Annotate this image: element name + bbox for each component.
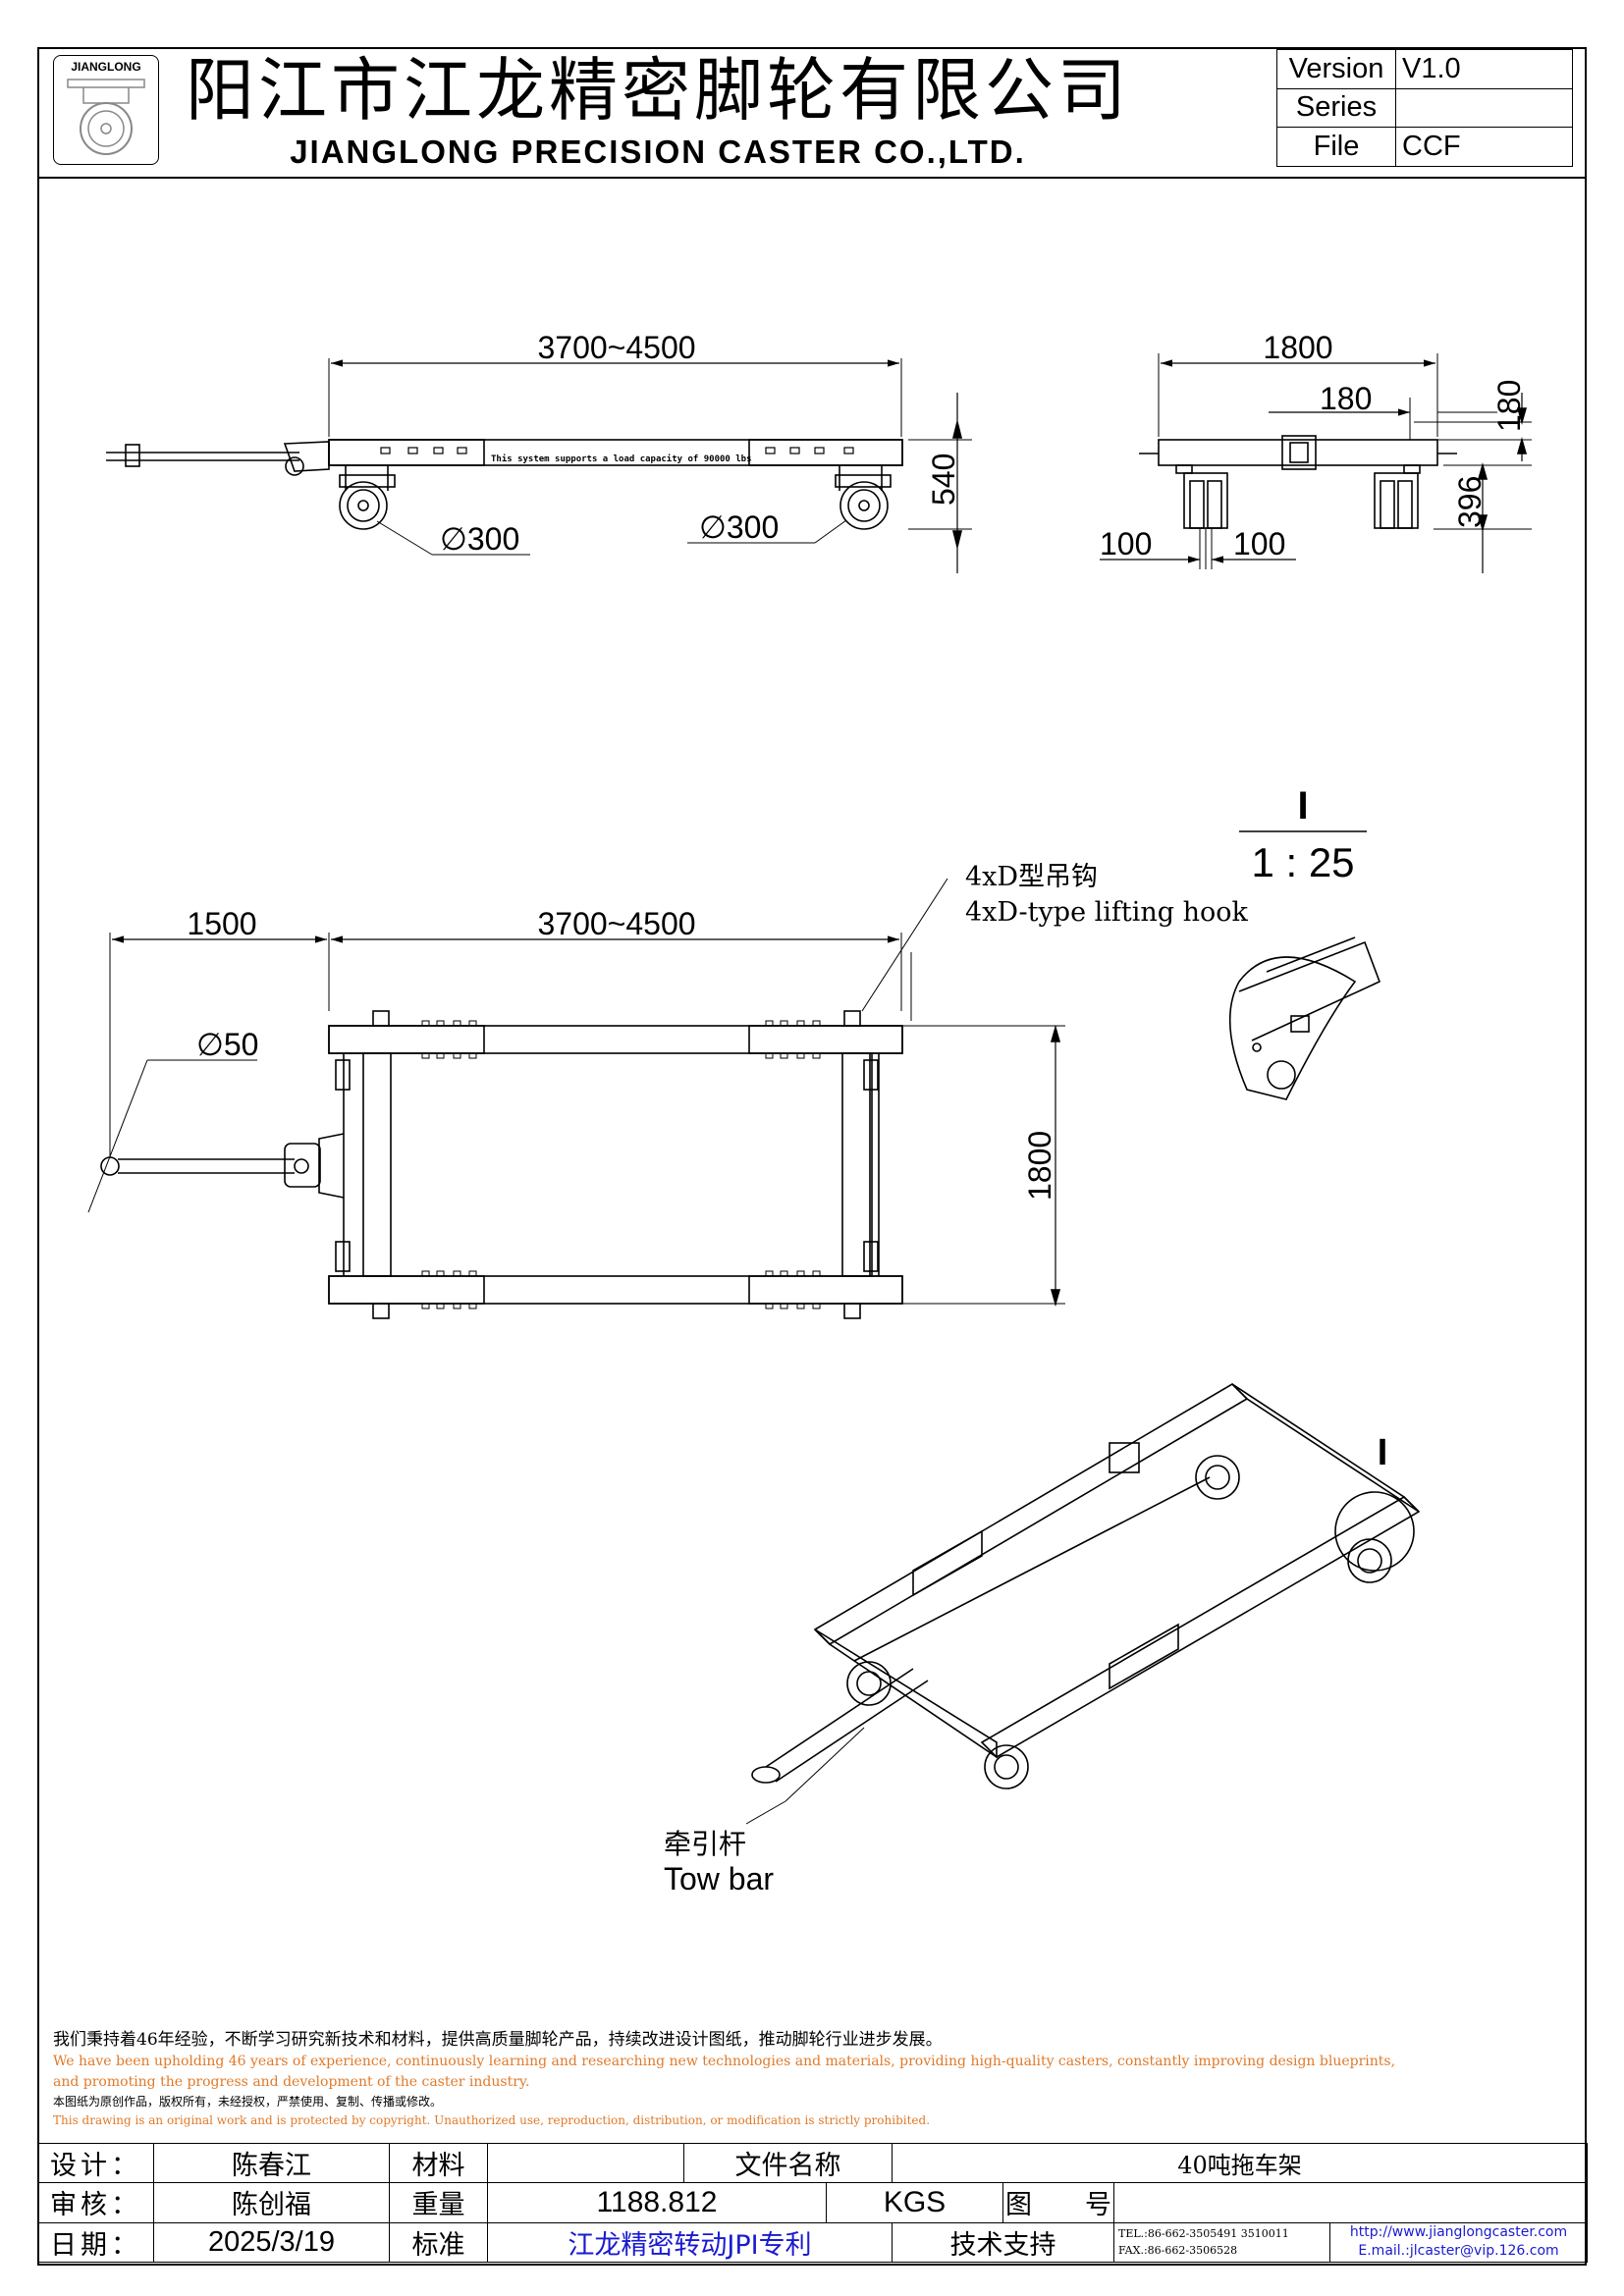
detail-view: [1228, 830, 1381, 1100]
plan-length-dim: 3700~4500: [537, 906, 695, 941]
designer-name: 陈春江: [153, 2142, 390, 2184]
side-wheel-left: ∅300: [440, 521, 519, 557]
standard-label: 标准: [389, 2221, 488, 2264]
logo-text: JIANGLONG: [71, 60, 141, 74]
support-label: 技术支持: [892, 2221, 1114, 2264]
email-link[interactable]: E.mail.:jlcaster@vip.126.com: [1358, 2243, 1559, 2260]
title-block: 设计： 陈春江 材料 文件名称 40吨拖车架 审核： 陈创福 重量 1188.8…: [37, 2142, 1589, 2264]
plan-view: [87, 878, 1065, 1319]
fax-text: FAX.:86-662-3506528: [1118, 2244, 1238, 2258]
iso-detail-mark: I: [1378, 1432, 1388, 1473]
plan-hole-dim: ∅50: [196, 1027, 258, 1062]
reviewer-name: 陈创福: [153, 2182, 390, 2223]
frame-capacity-text: This system supports a load capacity of …: [491, 454, 752, 464]
plan-width-dim: 1800: [1022, 1131, 1057, 1201]
towbar-label-en: Tow bar: [664, 1861, 774, 1896]
end-vert-bottom: 396: [1452, 476, 1488, 528]
design-label: 设计：: [37, 2142, 154, 2184]
end-bottom-right: 100: [1233, 526, 1285, 561]
end-width-dim: 1800: [1263, 330, 1332, 365]
copyright-en: This drawing is an original work and is …: [53, 2113, 931, 2127]
website-link[interactable]: http://www.jianglongcaster.com: [1349, 2224, 1568, 2241]
weight-label: 重量: [389, 2182, 488, 2223]
version-value: V1.0: [1395, 49, 1573, 89]
weight-unit: KGS: [826, 2182, 1003, 2223]
file-value: CCF: [1395, 127, 1573, 167]
side-view: [106, 358, 972, 573]
version-table: Version V1.0 Series File CCF: [1276, 49, 1573, 167]
date-label: 日期：: [37, 2221, 154, 2264]
material-label: 材料: [389, 2142, 488, 2184]
end-vert-top: 180: [1491, 380, 1527, 432]
end-bottom-left: 100: [1100, 526, 1152, 561]
end-top-offset: 180: [1320, 381, 1372, 416]
company-logo: JIANGLONG: [53, 55, 159, 165]
tel-text: TEL.:86-662-3505491 3510011: [1118, 2227, 1289, 2241]
file-label: File: [1276, 127, 1396, 167]
filename-value: 40吨拖车架: [891, 2142, 1589, 2184]
drawing-no-value: [1112, 2182, 1589, 2223]
note-en-2: and promoting the progress and developme…: [53, 2074, 530, 2090]
material-value: [487, 2142, 684, 2184]
drawing-border: [37, 47, 1587, 2266]
side-height-dim: 540: [926, 454, 961, 506]
side-length-dim: 3700~4500: [537, 330, 695, 365]
towbar-label-cn: 牵引杆: [664, 1829, 746, 1859]
series-label: Series: [1276, 87, 1396, 129]
notes-block: 我们秉持着46年经验，不断学习研究新技术和材料，提供高质量脚轮产品，持续改进设计…: [53, 2028, 1585, 2130]
hook-label-cn: 4xD型吊钩: [965, 862, 1098, 892]
copyright-cn: 本图纸为原创作品，版权所有，未经授权，严禁使用、复制、传播或修改。: [53, 2095, 443, 2109]
side-wheel-right: ∅300: [699, 509, 779, 545]
review-label: 审核：: [37, 2182, 154, 2223]
note-en-1: We have been upholding 46 years of exper…: [53, 2054, 1396, 2069]
standard-value: 江龙精密转动JPI专利: [487, 2221, 893, 2264]
caster-logo-icon: [67, 79, 145, 155]
detail-scale: 1 : 25: [1251, 839, 1354, 885]
weight-value: 1188.812: [487, 2182, 827, 2223]
contact-phone: TEL.:86-662-3505491 3510011 FAX.:86-662-…: [1113, 2221, 1330, 2264]
end-view: [1100, 353, 1532, 573]
isometric-view: [745, 1382, 1421, 1825]
drawing-no-label: 图 号: [1002, 2182, 1114, 2223]
detail-mark: I: [1297, 784, 1308, 828]
date-value: 2025/3/19: [153, 2221, 390, 2264]
contact-web: http://www.jianglongcaster.com E.mail.:j…: [1328, 2221, 1589, 2264]
header-separator: [37, 177, 1587, 179]
note-cn: 我们秉持着46年经验，不断学习研究新技术和材料，提供高质量脚轮产品，持续改进设计…: [53, 2030, 943, 2050]
company-name-en: JIANGLONG PRECISION CASTER CO.,LTD.: [290, 133, 1026, 170]
company-name-cn: 阳江市江龙精密脚轮有限公司: [186, 50, 1130, 131]
filename-label: 文件名称: [683, 2142, 893, 2184]
plan-towbar-dim: 1500: [187, 906, 256, 941]
hook-label-en: 4xD-type lifting hook: [965, 897, 1249, 928]
